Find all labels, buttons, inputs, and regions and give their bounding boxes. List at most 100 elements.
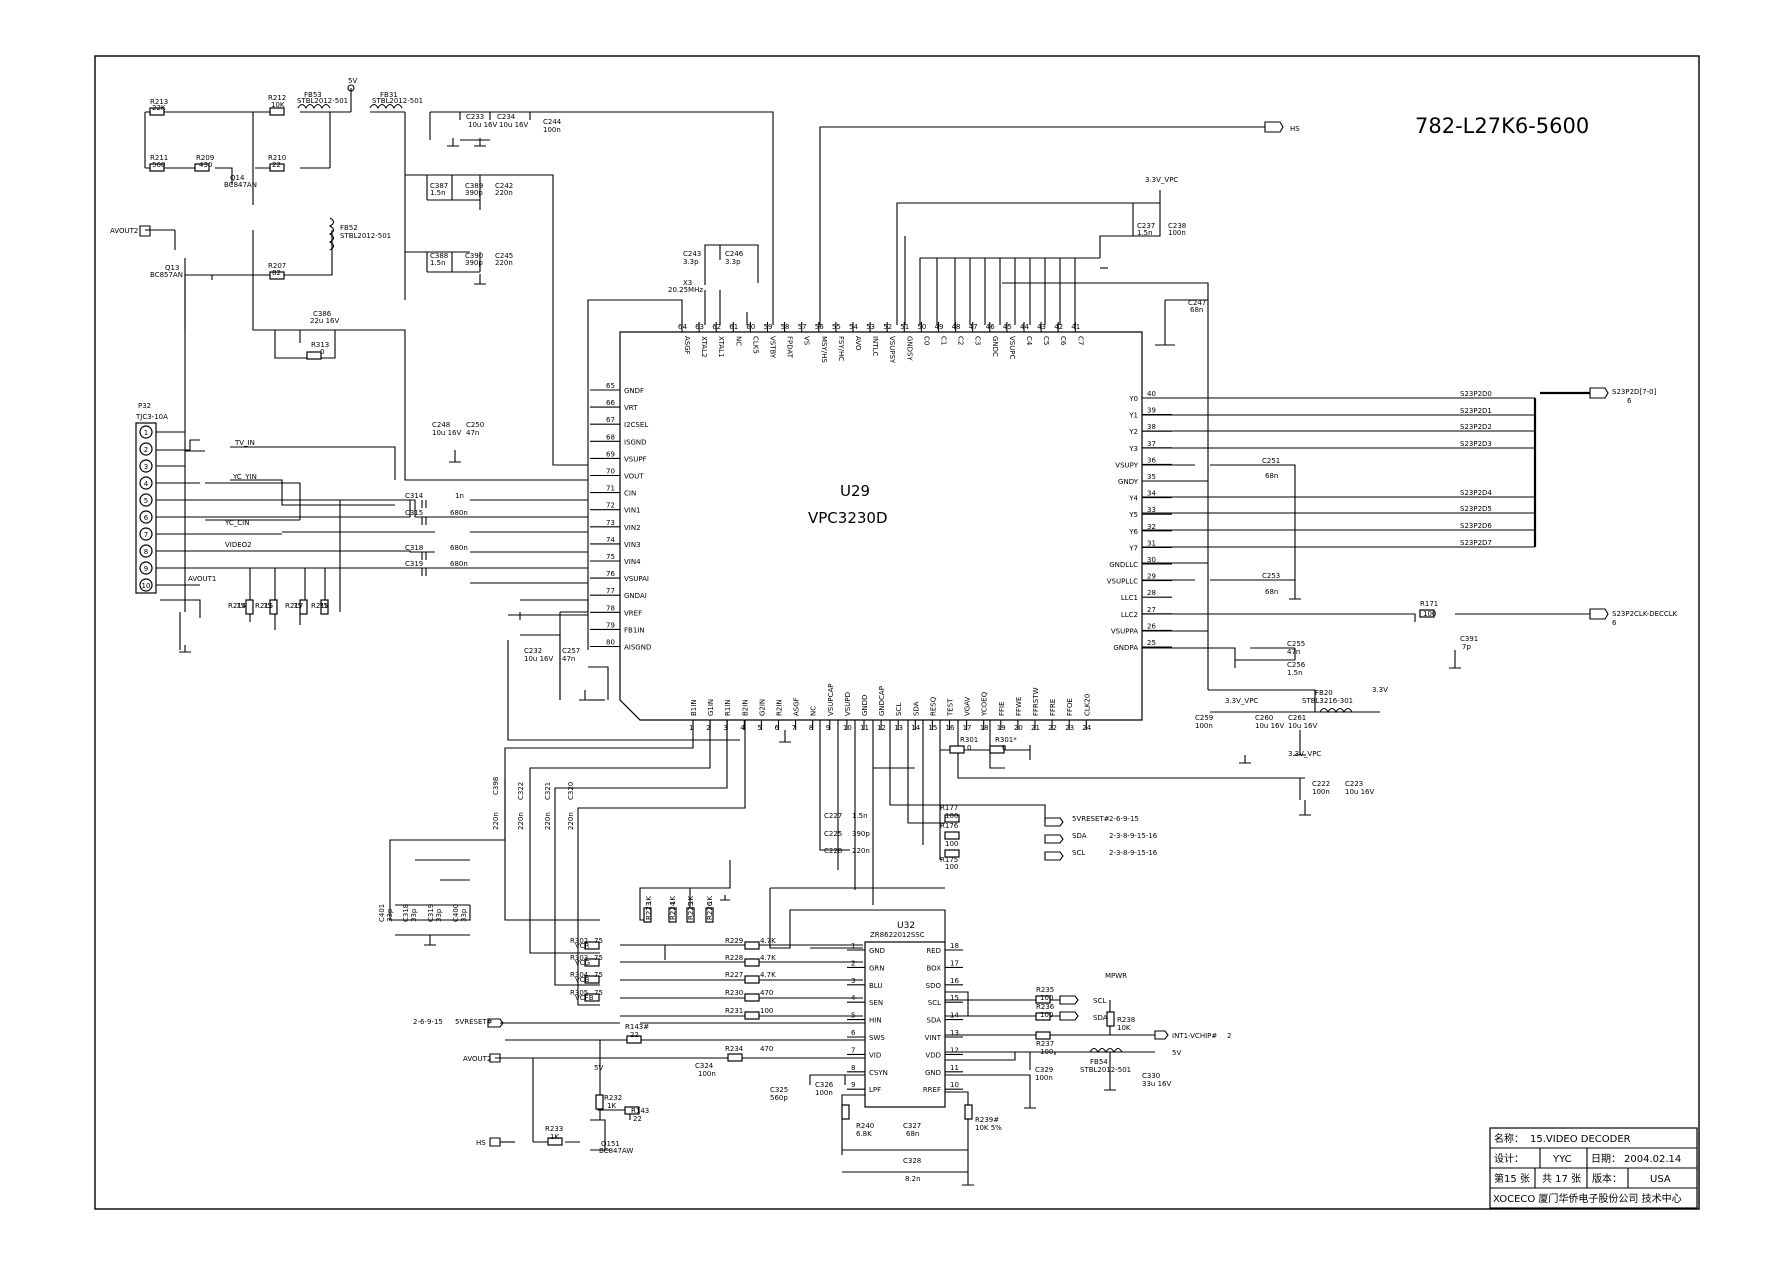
value-c247: 68n <box>1190 306 1203 314</box>
pin-number: 80 <box>606 639 615 647</box>
pin-name: LLC2 <box>1121 611 1138 619</box>
pin-number: 18 <box>950 942 959 950</box>
pin-name: Y5 <box>1128 511 1138 519</box>
label-r302: R302 <box>570 937 588 945</box>
net-y5: S23P2D5 <box>1460 505 1492 513</box>
label-c256: C256 <box>1287 661 1306 669</box>
pin-number: 77 <box>606 587 615 595</box>
pin-name: Y4 <box>1128 495 1138 503</box>
net-y4: S23P2D4 <box>1460 489 1492 497</box>
net-s23p2d-ref: 6 <box>1627 397 1632 405</box>
pin-number: 38 <box>1147 423 1156 431</box>
net-s23p2clk-ref: 6 <box>1612 619 1617 627</box>
pin-number: 24 <box>1082 724 1091 732</box>
tb-name-value: 15.VIDEO DECODER <box>1530 1134 1631 1145</box>
pin-name: Y6 <box>1128 528 1138 536</box>
pin-name: XTAL1 <box>717 336 725 358</box>
pin-name: I2CSEL <box>624 421 648 429</box>
label-r214: R214 <box>228 602 247 610</box>
label-r177: R177 <box>940 804 958 812</box>
pin-number: 60 <box>746 323 755 331</box>
p32-pin-number: 5 <box>144 497 148 505</box>
value-c257: 47n <box>562 655 575 663</box>
net-3v3: 3.3V <box>1372 686 1388 694</box>
pin-number: 4 <box>740 724 745 732</box>
pin-number: 11 <box>860 724 869 732</box>
label-c386: C386 <box>313 310 332 318</box>
value-c319: 680n <box>450 560 468 568</box>
value-r302: 75 <box>594 937 603 945</box>
pin-name: VSUPSY <box>888 336 896 364</box>
value-c401: 33p <box>386 908 394 922</box>
pin-number: 39 <box>1147 407 1156 415</box>
label-q151: Q151 <box>601 1140 620 1148</box>
pin-number: 17 <box>963 724 972 732</box>
value-c228: 220n <box>852 847 870 855</box>
value-c250: 47n <box>466 429 479 437</box>
pin-name: C6 <box>1059 336 1067 346</box>
net-sda-u32: SDA <box>1093 1014 1108 1022</box>
pin-number: 67 <box>606 416 615 424</box>
pin-number: 32 <box>1147 523 1156 531</box>
pin-number: 70 <box>606 468 615 476</box>
pin-name: TEST <box>947 698 955 717</box>
label-c391: C391 <box>1460 635 1478 643</box>
pin-name: C2 <box>957 336 965 345</box>
pin-number: 40 <box>1147 390 1156 398</box>
label-r301s: R301* <box>995 736 1017 744</box>
pin-name: SCL <box>895 703 903 716</box>
pin-name: R2IN <box>776 699 784 716</box>
tb-name-label: 名称： <box>1494 1132 1524 1145</box>
pin-name: C4 <box>1025 336 1033 346</box>
pin-number: 7 <box>851 1046 855 1054</box>
pin-name: Y0 <box>1128 395 1138 403</box>
u32-part: ZR8622012SSC <box>870 931 925 939</box>
pin-number: 9 <box>851 1081 855 1089</box>
value-c389: 390p <box>465 189 483 197</box>
pin-number: 74 <box>606 536 615 544</box>
net-avout2-top: AVOUT2 <box>110 227 138 235</box>
pin-name: GNDD <box>861 695 869 716</box>
pin-number: 33 <box>1147 506 1156 514</box>
pin-number: 3 <box>723 724 727 732</box>
value-c325: 560p <box>770 1094 788 1102</box>
p32-pin-number: 9 <box>144 565 148 573</box>
label-c388: C388 <box>430 252 448 260</box>
label-r210: R210 <box>268 154 286 162</box>
value-c321: 220n <box>544 812 552 830</box>
pin-number: 1 <box>851 942 855 950</box>
value-r171: 100 <box>1423 610 1436 618</box>
value-r209: 430 <box>199 161 212 169</box>
value-c386: 22u 16V <box>310 317 339 325</box>
label-r218: R218 <box>311 602 329 610</box>
pin-name: VSUPC <box>1008 336 1016 360</box>
label-r217: R217 <box>285 602 303 610</box>
label-r176: R176 <box>940 822 959 830</box>
value-c227: 1.5n <box>852 812 868 820</box>
label-c330: C330 <box>1142 1072 1160 1080</box>
net-y3: S23P2D3 <box>1460 440 1492 448</box>
value-r301s: 0 <box>1002 744 1006 752</box>
label-r236: R236 <box>1036 1003 1055 1011</box>
pin-name: Y1 <box>1128 412 1138 420</box>
label-fb20: FB20 <box>1315 689 1333 697</box>
pin-name: VIN1 <box>624 507 641 515</box>
net-s23p2clk: S23P2CLK-DECCLK <box>1612 610 1678 618</box>
p32-pin-number: 3 <box>144 463 148 471</box>
p32-pin-number: 6 <box>144 514 149 522</box>
pin-number: 50 <box>917 323 926 331</box>
pin-name: SCL <box>928 999 941 1007</box>
label-c228: C228 <box>824 847 842 855</box>
pin-number: 64 <box>678 323 687 331</box>
label-c321: C321 <box>544 782 552 800</box>
pin-number: 47 <box>969 323 978 331</box>
pin-number: 53 <box>866 323 875 331</box>
inductors <box>297 103 1353 1054</box>
pin-name: VSUPD <box>844 692 852 716</box>
label-r304: R304 <box>570 971 589 979</box>
label-c246: C246 <box>725 250 744 258</box>
value-c390: 390p <box>465 259 483 267</box>
pin-name: GNDF <box>624 387 644 395</box>
value-r231: 100 <box>760 1007 773 1015</box>
pin-name: RED <box>926 947 941 955</box>
